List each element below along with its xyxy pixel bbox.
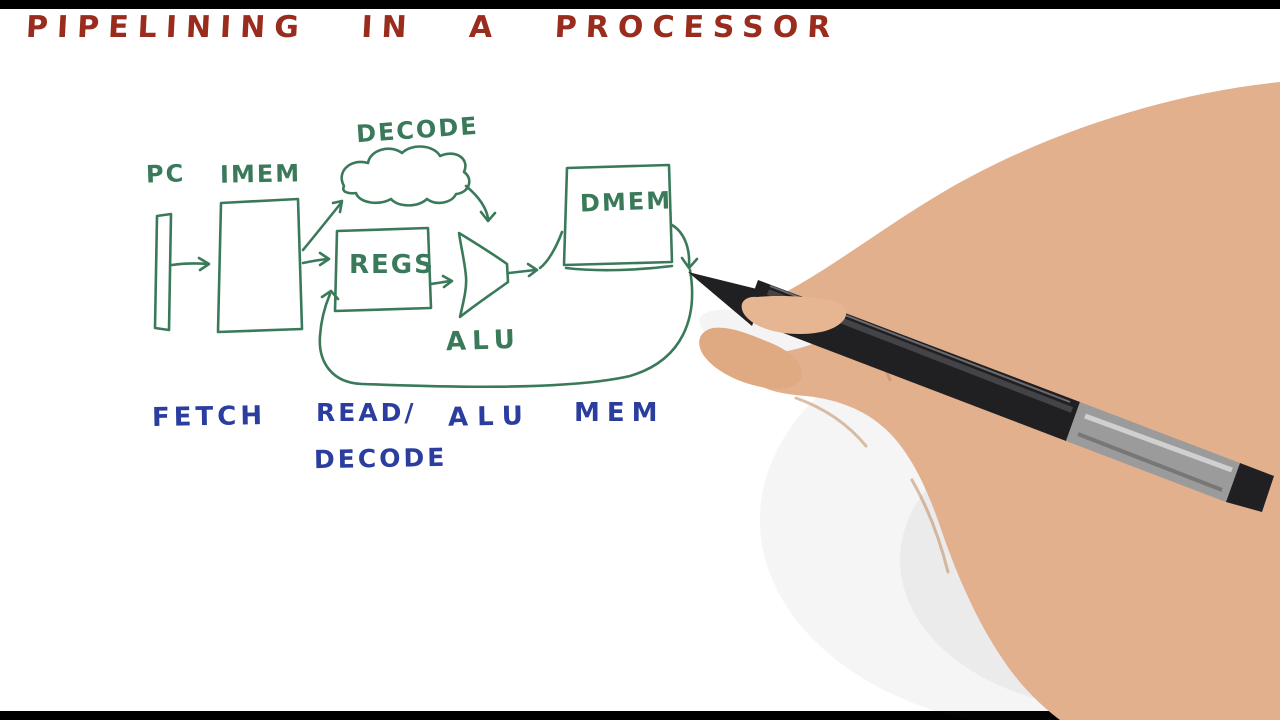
letterbox-top xyxy=(0,0,1280,9)
stage-label-read: READ/ xyxy=(316,398,417,427)
letterbox-bottom xyxy=(0,711,1280,720)
diagram-strokes xyxy=(153,145,699,389)
thumb xyxy=(699,327,803,389)
stage-label-mem: MEM xyxy=(574,398,665,428)
regs-block xyxy=(333,226,433,313)
pc-block xyxy=(153,212,173,332)
grip-fingers xyxy=(699,296,847,389)
index-finger xyxy=(741,296,847,334)
dmem-block xyxy=(562,163,674,267)
decode-cloud xyxy=(340,145,471,207)
feedback-loop xyxy=(318,268,694,389)
pen-end xyxy=(1226,463,1274,512)
block-label-regs: REGS xyxy=(349,250,435,280)
alu-shape xyxy=(457,231,510,319)
imem-block xyxy=(216,197,304,334)
